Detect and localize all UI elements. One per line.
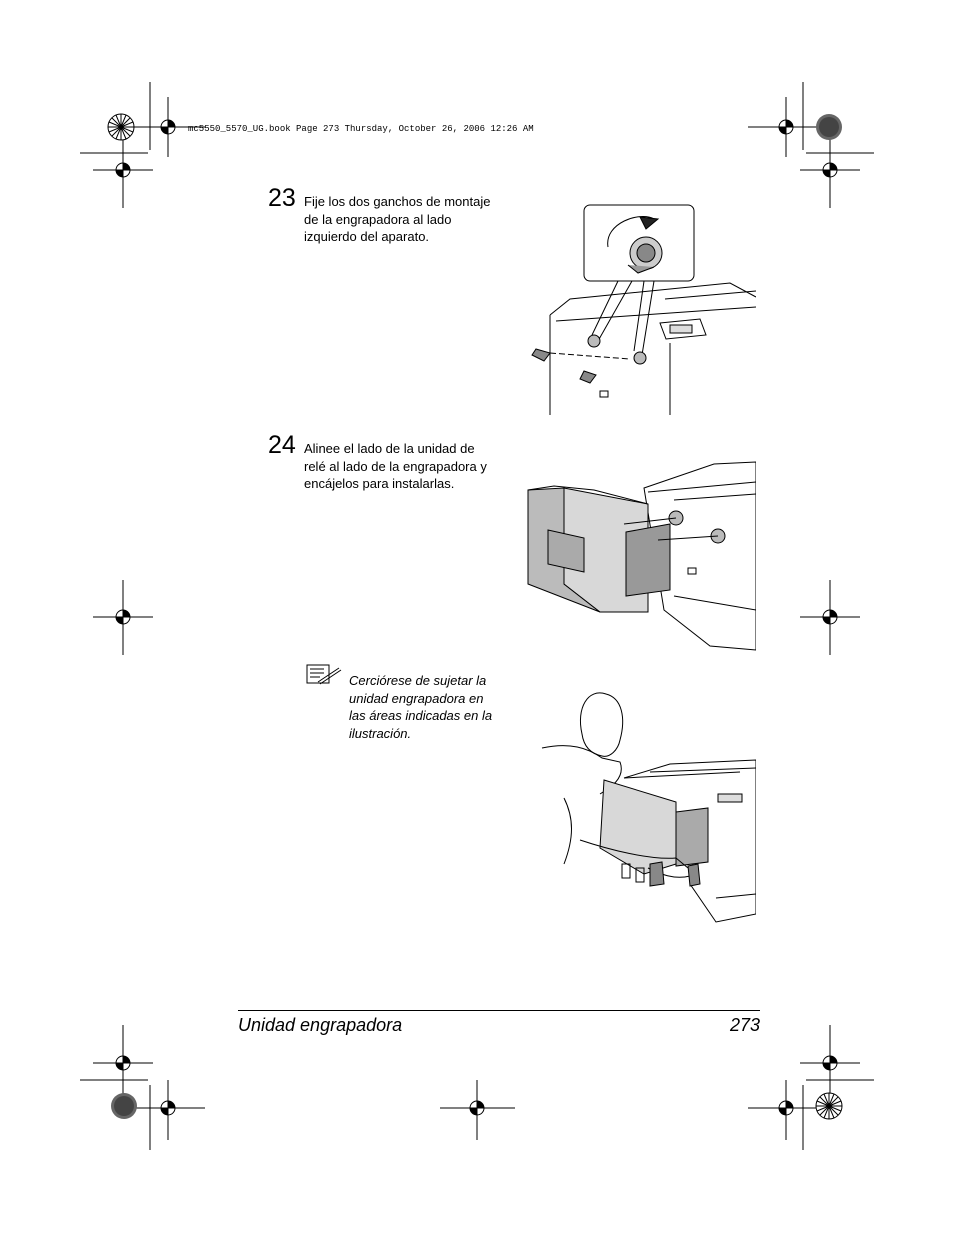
step-24-line: Alinee el lado de la unidad de xyxy=(304,441,475,456)
note-line: las áreas indicadas en la xyxy=(349,708,493,723)
note-line: Cerciórese de sujetar la xyxy=(349,673,487,688)
step-number-24: 24 xyxy=(268,431,296,459)
note-line: unidad engrapadora en xyxy=(349,690,484,706)
illustration-hold-stapler-unit xyxy=(541,692,756,923)
step-23-line: izquierdo del aparato. xyxy=(304,229,430,244)
footer-page-number: 273 xyxy=(729,1015,760,1035)
note-text: Cerciórese de sujetar la unidad engrapad… xyxy=(349,672,514,742)
note-line: ilustración. xyxy=(349,725,412,741)
illustration-mounting-hooks xyxy=(531,204,756,415)
step-23-line: Fije los dos ganchos de montaje xyxy=(304,194,491,209)
step-24-line: encájelos para instalarlas. xyxy=(304,476,455,491)
step-number-23: 23 xyxy=(268,184,296,212)
note-pad-icon xyxy=(306,664,342,685)
footer-section-title: Unidad engrapadora xyxy=(238,1015,403,1035)
step-23-text: Fije los dos ganchos de montaje de la en… xyxy=(304,193,514,246)
step-24-text: Alinee el lado de la unidad de relé al l… xyxy=(304,440,514,493)
print-header-info: mc5550_5570_UG.book Page 273 Thursday, O… xyxy=(188,124,534,134)
step-23-line: de la engrapadora al lado xyxy=(304,211,452,227)
illustration-align-relay-unit xyxy=(527,461,756,651)
step-24-line: relé al lado de la engrapadora y xyxy=(304,458,487,474)
footer-rule xyxy=(238,1010,760,1011)
